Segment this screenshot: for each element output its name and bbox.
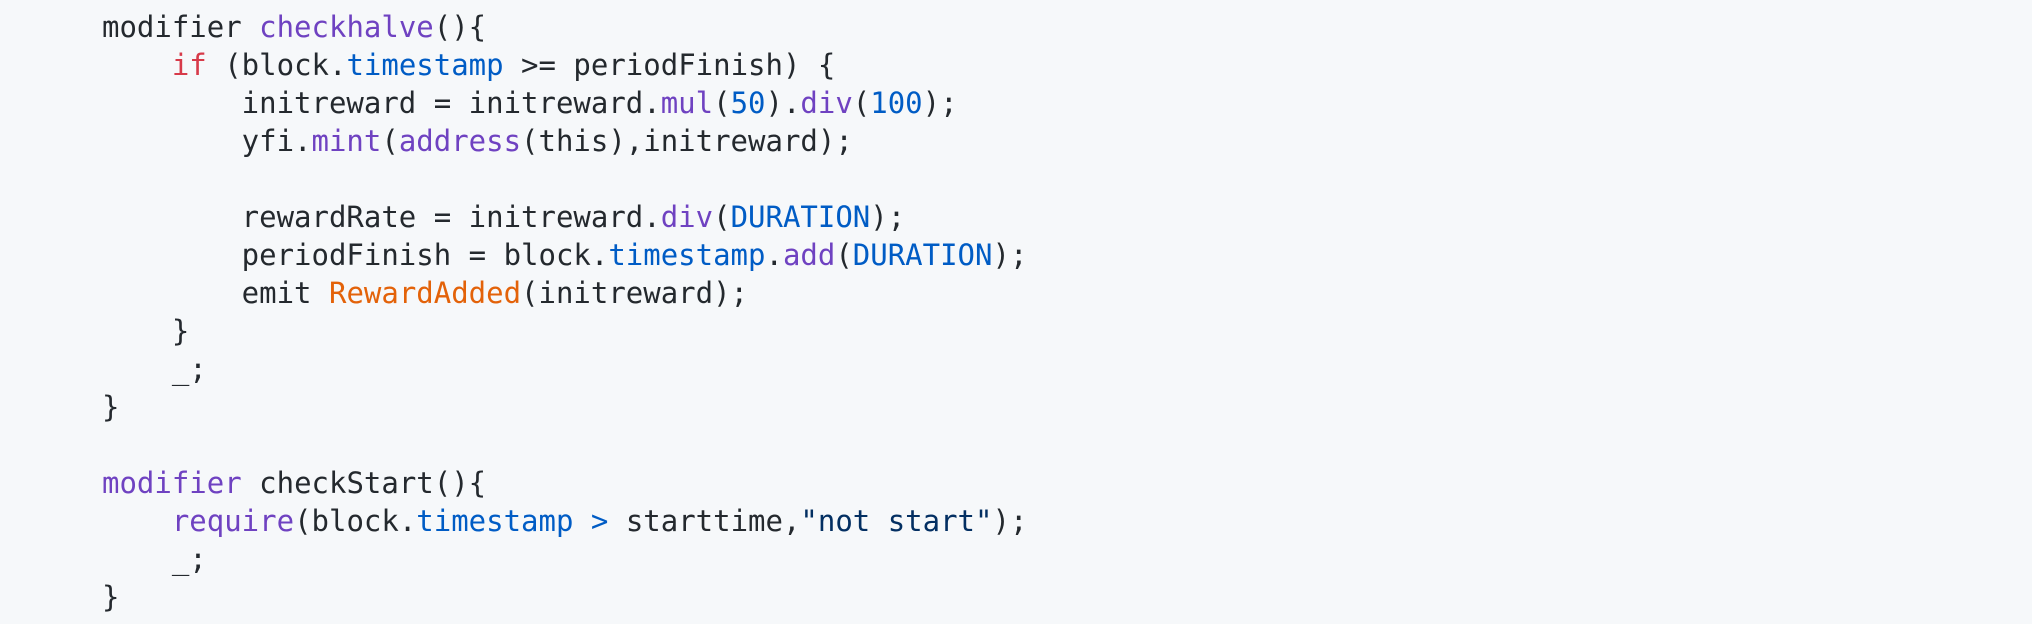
code-token: }	[102, 390, 120, 424]
code-token: (	[713, 86, 731, 120]
code-token: timestamp	[346, 48, 504, 82]
code-token: mint	[311, 124, 382, 158]
code-line-11: }	[102, 388, 1027, 426]
code-token: (	[381, 124, 399, 158]
code-token: mul	[660, 86, 714, 120]
code-token: }	[102, 314, 190, 348]
code-token: (	[835, 238, 853, 272]
code-token: modifier	[102, 466, 242, 500]
code-line-10: _;	[102, 350, 1027, 388]
code-token: address	[398, 124, 522, 158]
code-token: (){	[433, 10, 487, 44]
code-line-1: modifier checkhalve(){	[102, 8, 1027, 46]
code-token: periodFinish = block.	[102, 238, 609, 272]
code-token: div	[660, 200, 714, 234]
code-token: modifier	[102, 10, 260, 44]
code-token: );	[992, 238, 1028, 272]
code-token: yfi.	[102, 124, 312, 158]
code-token: "not start"	[800, 504, 993, 538]
code-token: _;	[102, 542, 207, 576]
code-token: ).	[765, 86, 801, 120]
code-token: starttime,	[608, 504, 801, 538]
code-line-7: periodFinish = block.timestamp.add(DURAT…	[102, 236, 1028, 274]
code-token: initreward = initreward.	[102, 86, 661, 120]
code-line-12	[102, 426, 1027, 464]
code-token: (	[713, 200, 731, 234]
code-line-3: initreward = initreward.mul(50).div(100)…	[102, 84, 1027, 122]
code-token: .	[765, 238, 783, 272]
code-token: RewardAdded	[328, 276, 522, 310]
code-token	[102, 504, 172, 538]
code-line-14: require(block.timestamp > starttime,"not…	[102, 502, 1028, 540]
code-line-9: }	[102, 312, 1027, 350]
code-content[interactable]: modifier checkhalve(){ if (block.timesta…	[102, 8, 1027, 616]
code-line-5	[102, 160, 1027, 198]
code-token: add	[782, 238, 836, 272]
code-token: }	[102, 580, 120, 614]
code-line-2: if (block.timestamp >= periodFinish) {	[102, 46, 1027, 84]
code-line-4: yfi.mint(address(this),initreward);	[102, 122, 1027, 160]
code-line-16: }	[102, 578, 1027, 616]
code-token: DURATION	[852, 238, 993, 272]
code-token: timestamp	[416, 504, 574, 538]
code-token: div	[800, 86, 853, 120]
code-token: checkStart(){	[241, 466, 487, 500]
code-token: >	[590, 504, 609, 538]
code-line-6: rewardRate = initreward.div(DURATION);	[102, 198, 1027, 236]
code-token: (	[852, 86, 871, 120]
code-token: >= periodFinish) {	[503, 48, 836, 82]
code-token: DURATION	[730, 200, 871, 234]
code-token: );	[992, 504, 1028, 538]
code-token: require	[171, 504, 295, 538]
code-token: _;	[102, 352, 207, 386]
code-token: timestamp	[608, 238, 766, 272]
code-line-15: _;	[102, 540, 1027, 578]
code-token: if	[171, 48, 207, 82]
code-token: 50	[730, 86, 766, 120]
code-token: (initreward);	[521, 276, 749, 310]
code-token: 100	[870, 86, 923, 120]
code-token	[573, 504, 590, 538]
code-line-13: modifier checkStart(){	[102, 464, 1027, 502]
code-line-8: emit RewardAdded(initreward);	[102, 274, 1027, 312]
code-token: checkhalve	[259, 10, 434, 44]
code-token	[102, 48, 172, 82]
code-token: (this),initreward);	[521, 124, 853, 158]
code-token: );	[922, 86, 958, 120]
code-token: (block.	[294, 504, 417, 538]
code-token: emit	[102, 276, 329, 310]
code-token: rewardRate = initreward.	[102, 200, 661, 234]
code-token: );	[870, 200, 906, 234]
code-token: (block.	[206, 48, 347, 82]
